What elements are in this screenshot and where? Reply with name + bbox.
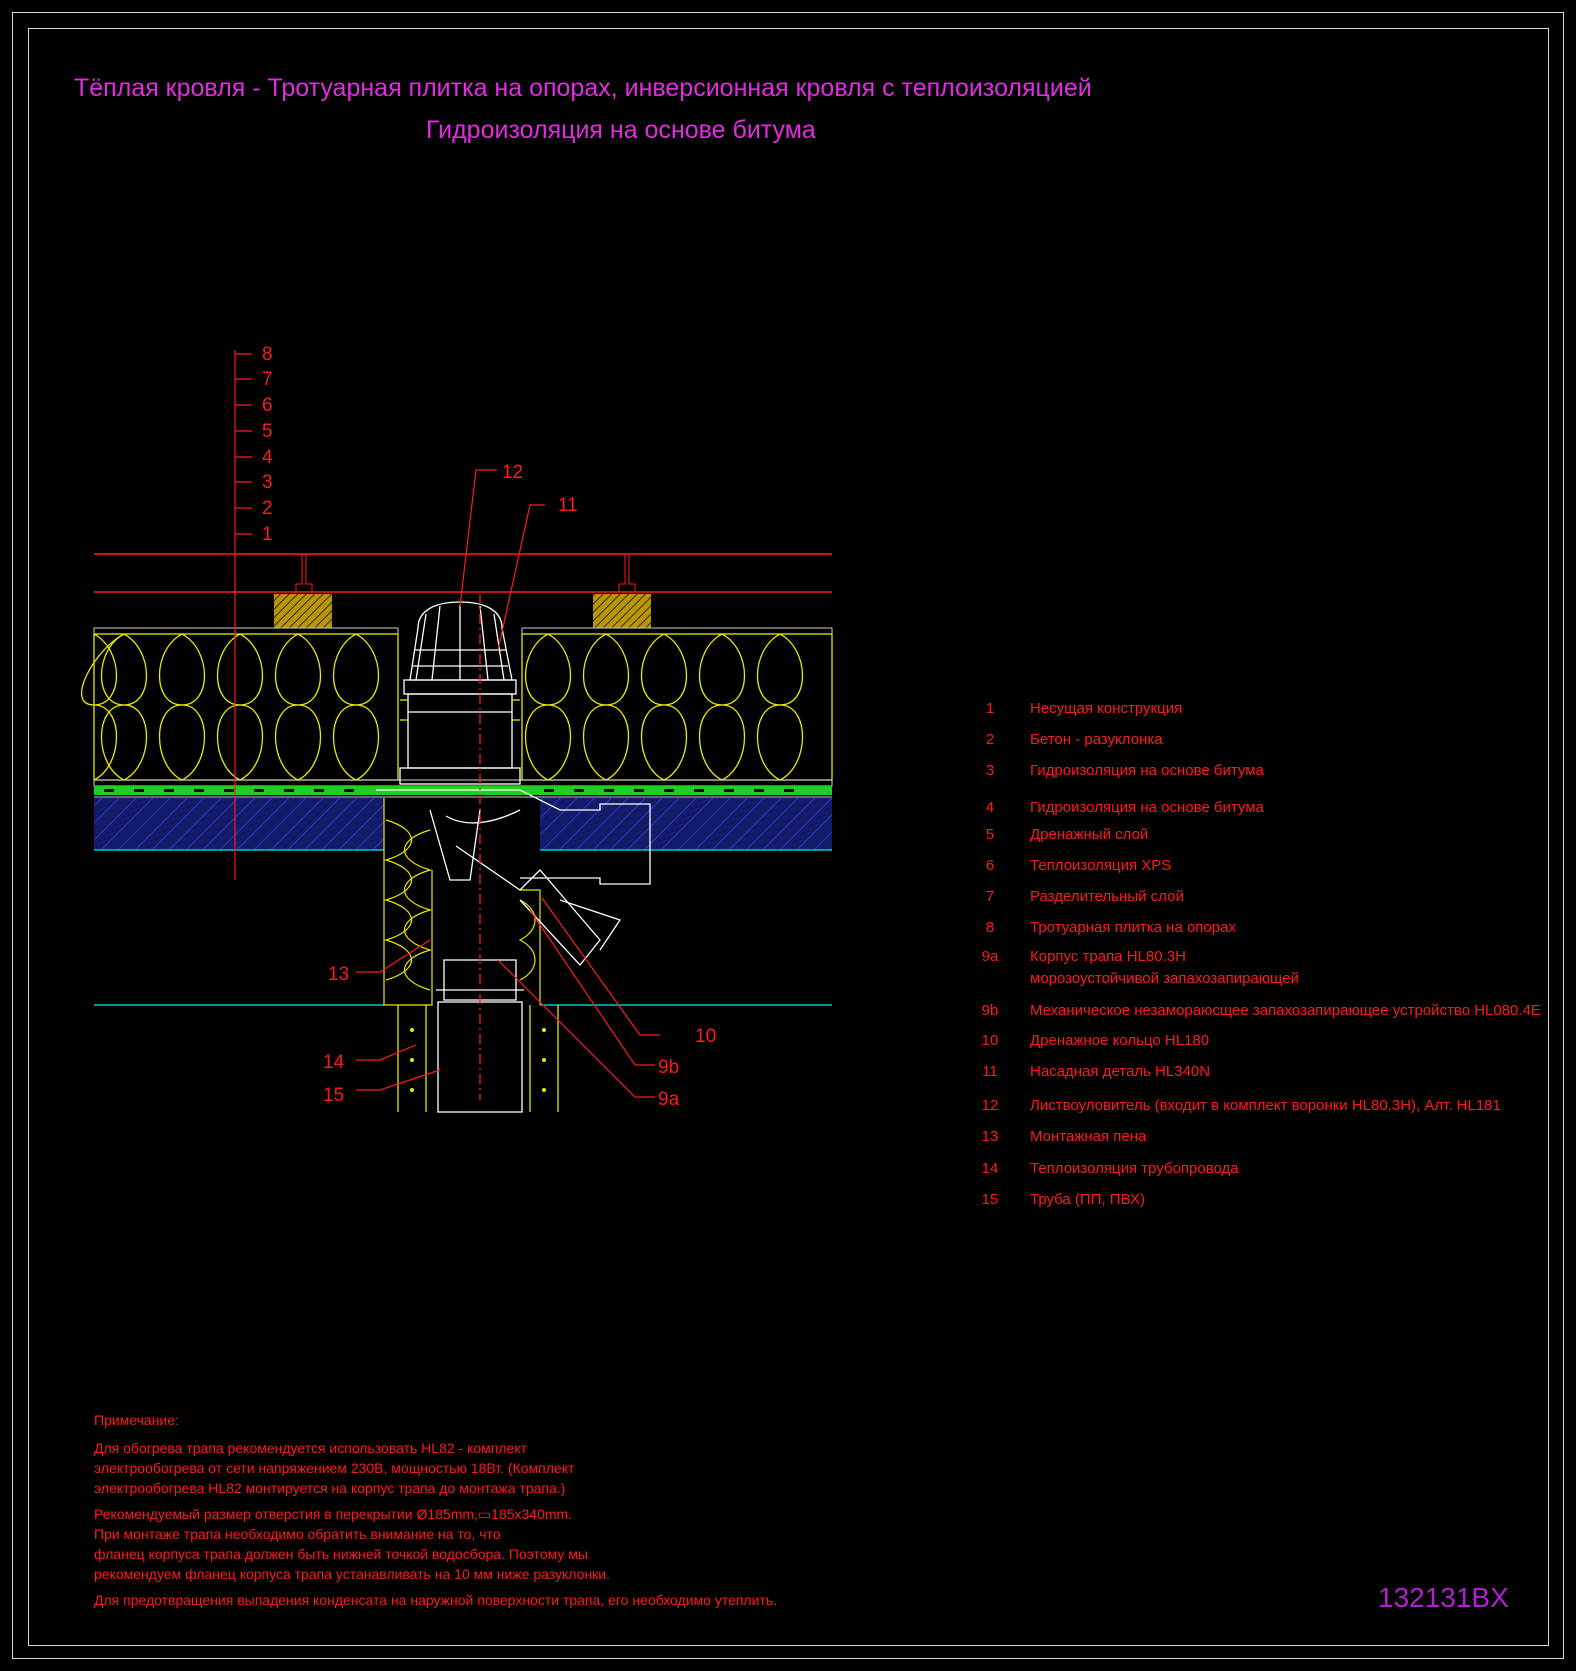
legend-text: Корпус трапа HL80.3H: [1030, 948, 1186, 965]
note-line: рекомендуем фланец корпуса трапа устанав…: [94, 1566, 610, 1582]
legend-num: 9b: [981, 1002, 999, 1019]
legend-num: 4: [985, 799, 995, 816]
callout-9a: 9a: [658, 1089, 680, 1110]
legend-text: Труба (ПП, ПВХ): [1030, 1191, 1145, 1208]
legend-text: Разделительный слой: [1030, 888, 1184, 905]
callout-14: 14: [323, 1052, 345, 1073]
drawing-code: 132131BX: [1378, 1582, 1509, 1613]
legend-num: 14: [981, 1160, 999, 1177]
note-line: Для предотвращения выпадения конденсата …: [94, 1592, 778, 1608]
legend-text: Гидроизоляция на основе битума: [1030, 799, 1264, 816]
legend-text: Дренажное кольцо HL180: [1030, 1032, 1210, 1049]
pipe-with-insulation: [397, 1005, 559, 1112]
mounting-foam: [383, 798, 541, 1006]
legend-text: Бетон - разуклонка: [1030, 731, 1163, 748]
callout-15: 15: [323, 1085, 344, 1106]
tile-pedestals: [274, 594, 651, 628]
legend-subtext: морозоустойчивой запахозапирающей: [1030, 970, 1299, 987]
layer-label-5: 5: [262, 421, 273, 442]
note-line: Рекомендуемый размер отверстия в перекры…: [94, 1506, 573, 1522]
legend-text: Монтажная пена: [1030, 1128, 1147, 1145]
legend-num: 9a: [981, 948, 999, 965]
callout-9b: 9b: [658, 1057, 679, 1078]
legend-text: Теплоизоляция трубопровода: [1030, 1160, 1239, 1177]
layer-label-2: 2: [262, 498, 273, 519]
legend-num: 3: [985, 762, 995, 779]
drawing-subtitle: Гидроизоляция на основе битума: [426, 116, 816, 144]
legend-num: 10: [981, 1032, 999, 1049]
legend-text: Тротуарная плитка на опорах: [1030, 919, 1236, 936]
legend-text: Механическое незамораюсщее запахозапираю…: [1030, 1002, 1541, 1019]
layer-label-7: 7: [262, 369, 273, 390]
roof-drain-assembly: [376, 594, 651, 1113]
legend-num: 11: [982, 1063, 998, 1080]
callout-12: 12: [502, 462, 523, 483]
outer-frame: [12, 12, 1564, 1659]
drawing-title: Тёплая кровля - Тротуарная плитка на опо…: [74, 74, 1092, 102]
legend-num: 5: [985, 826, 995, 843]
callout-11: 11: [558, 495, 578, 516]
legend-text: Несущая конструкция: [1030, 700, 1183, 717]
xps-insulation-right: [521, 633, 833, 781]
legend-text: Гидроизоляция на основе битума: [1030, 762, 1264, 779]
xps-insulation-left: [81, 633, 399, 781]
legend-text: Насадная деталь HL340N: [1030, 1063, 1211, 1080]
paving-tile-layer: [94, 553, 832, 593]
note-line: электрообогрева HL82 монтируется на корп…: [94, 1480, 566, 1496]
legend-num: 12: [981, 1097, 999, 1114]
note-line: При монтаже трапа необходимо обратить вн…: [94, 1526, 501, 1542]
drainage-and-waterproofing: [93, 779, 833, 798]
note-line: фланец корпуса трапа должен быть нижней …: [94, 1546, 588, 1562]
layer-label-4: 4: [262, 447, 273, 468]
leader-lines: [356, 469, 660, 1098]
layer-label-3: 3: [262, 472, 273, 493]
legend-num: 8: [985, 919, 995, 936]
note-heading: Примечание:: [94, 1412, 179, 1428]
layer-scale: [234, 350, 252, 880]
layer-label-6: 6: [262, 395, 273, 416]
legend-num: 7: [985, 888, 995, 905]
legend-num: 6: [985, 857, 995, 874]
installation-note: Примечание: Для обогрева трапа рекоменду…: [94, 1410, 777, 1610]
concrete-screed: [94, 798, 832, 1006]
legend-num: 2: [985, 731, 995, 748]
note-line: Для обогрева трапа рекомендуется использ…: [94, 1440, 528, 1456]
inner-frame: [28, 28, 1549, 1646]
legend-text: Листвоуловитель (входит в комплект ворон…: [1030, 1097, 1501, 1114]
legend-num: 13: [981, 1128, 999, 1145]
layer-label-1: 1: [262, 524, 273, 545]
callout-10: 10: [695, 1026, 716, 1047]
legend-text: Дренажный слой: [1030, 826, 1149, 843]
separation-layer: [93, 627, 833, 635]
callout-13: 13: [328, 964, 349, 985]
legend-num: 15: [981, 1191, 999, 1208]
legend-text: Теплоизоляция XPS: [1030, 857, 1172, 874]
note-line: электрообогрева от сети напряжением 230В…: [94, 1460, 575, 1476]
layer-label-8: 8: [262, 344, 273, 365]
legend-num: 1: [985, 700, 995, 717]
